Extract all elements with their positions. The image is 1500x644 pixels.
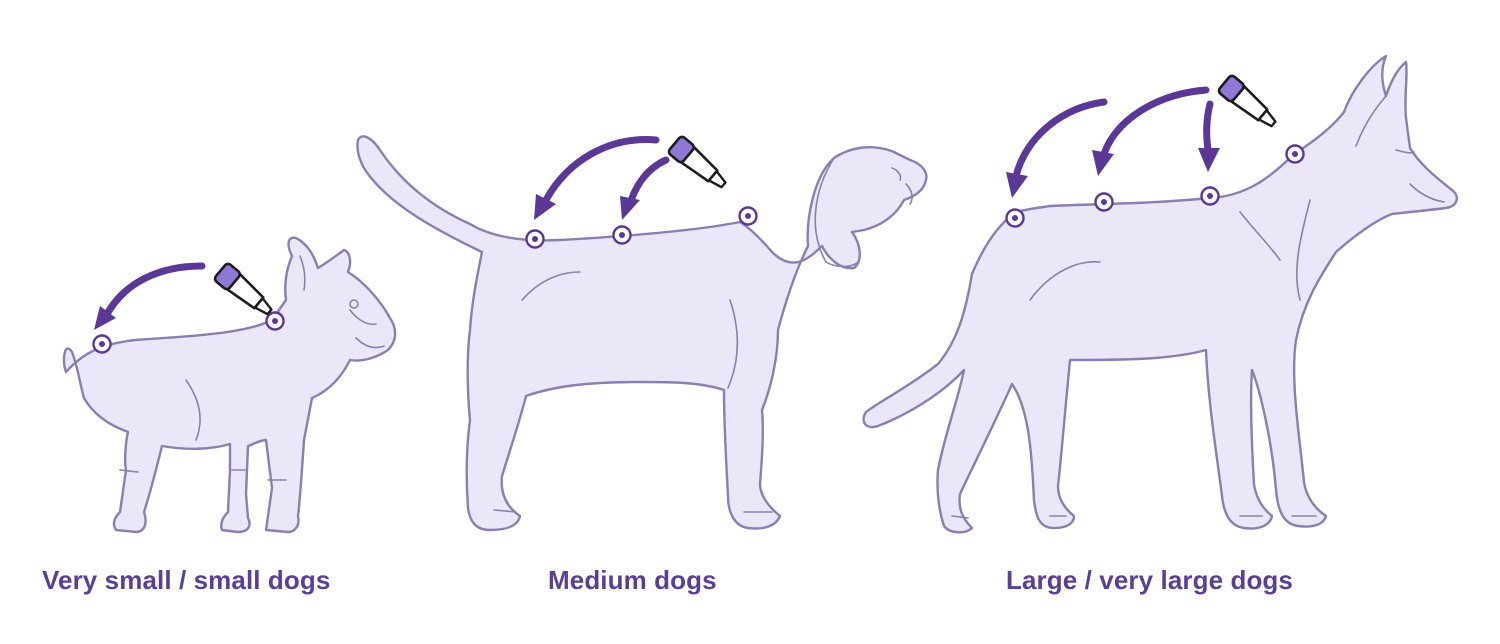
caption-medium-dogs: Medium dogs <box>548 565 717 595</box>
large-dog <box>862 54 1458 534</box>
medium-dog <box>356 133 928 532</box>
caption-small-dogs: Very small / small dogs <box>42 565 331 595</box>
caption-large-dogs: Large / very large dogs <box>1006 565 1293 595</box>
small-dog <box>62 236 397 534</box>
